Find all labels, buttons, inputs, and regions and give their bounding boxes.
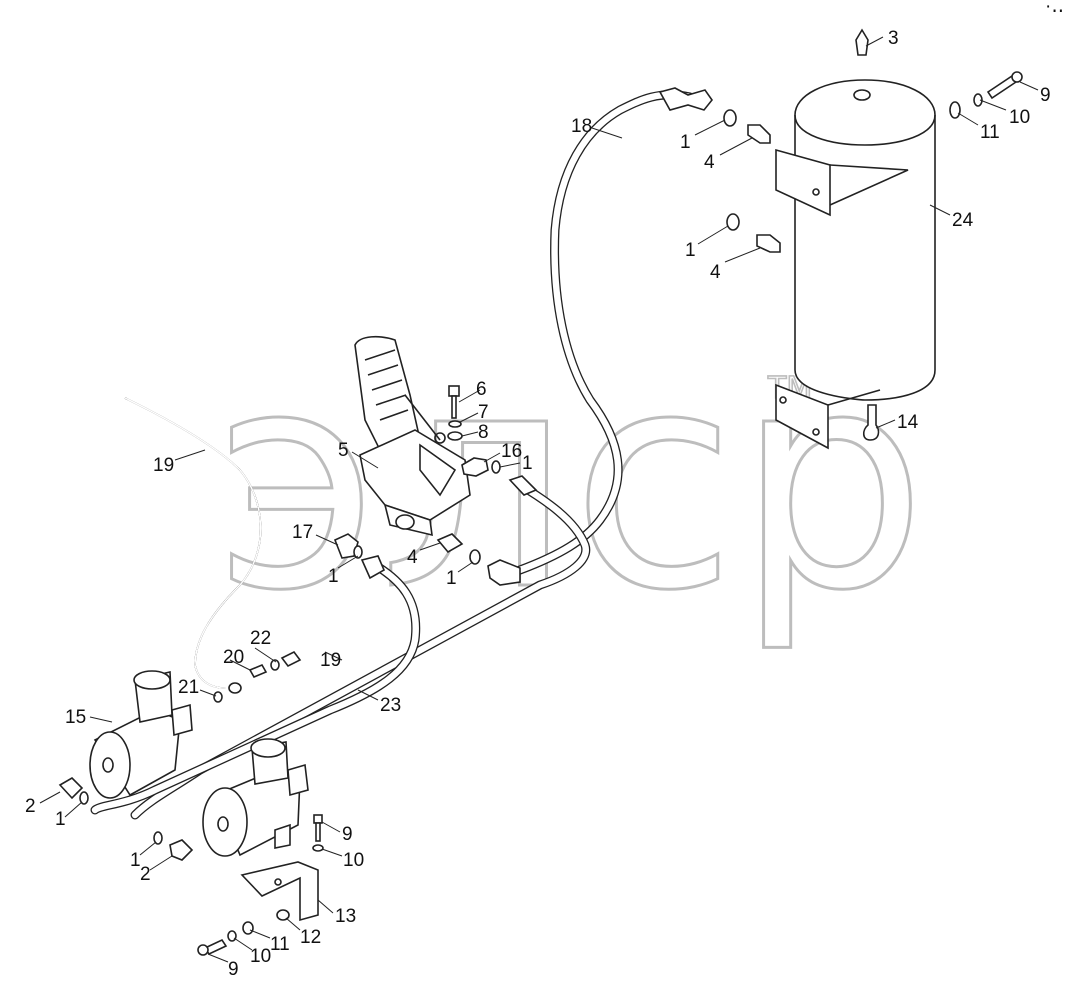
callout-6: 6 [476,379,487,400]
leader-lines [39,36,1039,963]
fitting-3 [855,28,869,56]
brake-pedal-valve [354,335,471,537]
callout-9-top: 9 [1040,85,1051,106]
bolt-set-chamber [312,814,324,852]
tank-fittings [723,109,781,253]
corner-mark: ·‥ [1045,0,1064,17]
callout-5: 5 [338,440,349,461]
valve-fittings [333,457,538,580]
callout-1-tank-top: 1 [680,132,691,153]
callout-10-top: 10 [1009,107,1030,128]
callout-11-bottom: 11 [270,934,290,955]
callout-1-chamber-left: 1 [55,809,66,830]
callout-19-lower: 19 [320,650,341,671]
callout-12: 12 [300,927,321,948]
pipe-18-bottom-fitting [487,559,521,586]
pipe-18 [515,90,695,575]
drain-valve [862,404,880,441]
callout-1-valve-right: 1 [522,453,533,474]
callout-22: 22 [250,628,271,649]
bolt-set-bracket [197,909,290,956]
callout-21: 21 [178,677,199,698]
bolt-set-top [949,71,1023,119]
callout-9-bottom: 9 [228,959,239,980]
callout-2-left: 2 [25,796,36,817]
callout-4-tank-top: 4 [704,152,715,173]
callout-23: 23 [380,695,401,716]
callout-18: 18 [571,116,592,137]
air-tank [775,79,936,450]
callout-19-upper: 19 [153,455,174,476]
callout-17: 17 [292,522,313,543]
tank-bracket-bottom [775,383,829,450]
callout-10-bottom: 10 [250,946,271,967]
brake-chamber-15 [58,670,193,805]
callout-13: 13 [335,906,356,927]
callout-9-mid: 9 [342,824,353,845]
callouts: 3 9 10 11 1 4 18 24 1 4 14 6 7 8 5 16 1 … [25,28,1051,980]
bracket-13 [240,861,319,922]
brake-chamber-front [153,738,309,861]
callout-8: 8 [478,422,489,443]
callout-10-mid: 10 [343,850,364,871]
pipe-23 [130,480,591,820]
callout-7: 7 [478,402,489,423]
callout-1-valve-bottom: 1 [446,568,457,589]
callout-1-valve-left: 1 [328,566,339,587]
callout-14: 14 [897,412,919,433]
callout-15: 15 [65,707,86,728]
callout-4-tank-mid: 4 [710,262,721,283]
callout-20: 20 [223,647,244,668]
callout-24: 24 [952,210,974,231]
tank-bracket-top [775,148,831,217]
callout-1-chamber-front: 1 [130,850,141,871]
callout-4-valve: 4 [407,547,418,568]
callout-3: 3 [888,28,899,49]
pipe-18-top-fitting [658,87,713,111]
callout-1-tank-mid: 1 [685,240,696,261]
callout-11-top: 11 [980,122,1000,143]
callout-2-front: 2 [140,864,151,885]
pipe-19-upper [124,397,262,690]
callout-16: 16 [501,441,522,462]
fittings-20-21-22 [213,650,302,703]
pipe-19-lower [90,560,421,815]
tank-drain-plug [853,89,871,101]
bolt-set-valve [447,385,463,441]
